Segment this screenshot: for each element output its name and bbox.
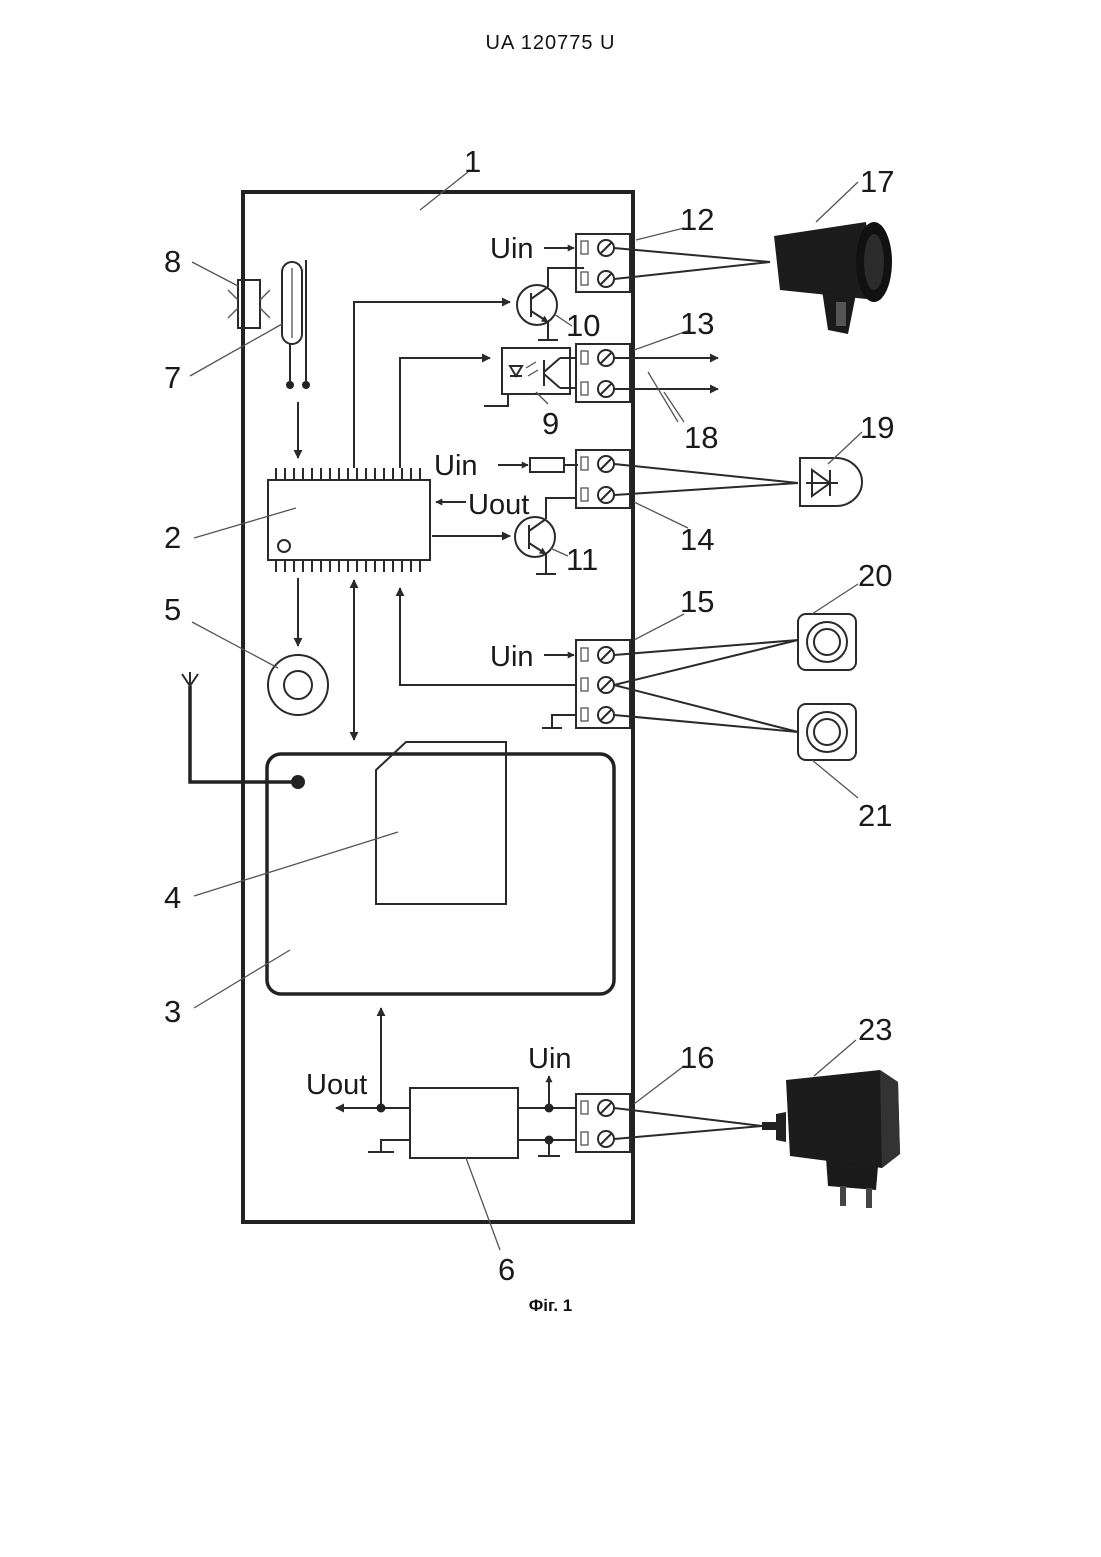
magnet (228, 280, 270, 328)
gsm-module (267, 754, 614, 994)
ref-3: 3 (164, 994, 181, 1029)
ref-6: 6 (498, 1252, 515, 1287)
siren-photo (774, 222, 892, 334)
ref-4: 4 (164, 880, 181, 915)
label-uin-14: Uin (434, 450, 478, 482)
figure-caption: Фіг. 1 (0, 1296, 1101, 1316)
ref-17: 17 (860, 164, 894, 199)
ref-9: 9 (542, 406, 559, 441)
buzzer (268, 655, 328, 715)
ref-15: 15 (680, 584, 714, 619)
ref-14: 14 (680, 522, 714, 557)
ref-1: 1 (464, 144, 481, 179)
ref-23: 23 (858, 1012, 892, 1047)
sim-card (376, 742, 506, 904)
power-supply-unit (410, 1088, 518, 1158)
ref-10: 10 (566, 308, 600, 343)
label-uout-mcu: Uout (468, 489, 529, 521)
reed-switch (282, 260, 310, 389)
ref-19: 19 (860, 410, 894, 445)
terminal-block-16 (576, 1094, 630, 1152)
ref-13: 13 (680, 306, 714, 341)
label-uin-15: Uin (490, 641, 534, 673)
ref-12: 12 (680, 202, 714, 237)
ref-20: 20 (858, 558, 892, 593)
microcontroller (268, 468, 430, 572)
optocoupler (484, 348, 576, 406)
ref-7: 7 (164, 360, 181, 395)
ref-18: 18 (684, 420, 718, 455)
power-adapter-photo (762, 1070, 900, 1208)
push-button-21 (798, 704, 856, 760)
label-uin-12: Uin (490, 233, 534, 265)
ref-16: 16 (680, 1040, 714, 1075)
ref-8: 8 (164, 244, 181, 279)
ref-21: 21 (858, 798, 892, 833)
ref-2: 2 (164, 520, 181, 555)
terminal-block-13 (576, 344, 630, 402)
terminal-block-14 (576, 450, 630, 508)
label-uin-psu: Uin (528, 1043, 572, 1075)
label-uout-psu: Uout (306, 1069, 367, 1101)
ref-5: 5 (164, 592, 181, 627)
resistor (530, 458, 564, 472)
push-button-20 (798, 614, 856, 670)
ref-11: 11 (566, 542, 598, 577)
terminal-block-12 (576, 234, 630, 292)
housing-board (243, 192, 633, 1222)
led-indicator (800, 458, 862, 506)
